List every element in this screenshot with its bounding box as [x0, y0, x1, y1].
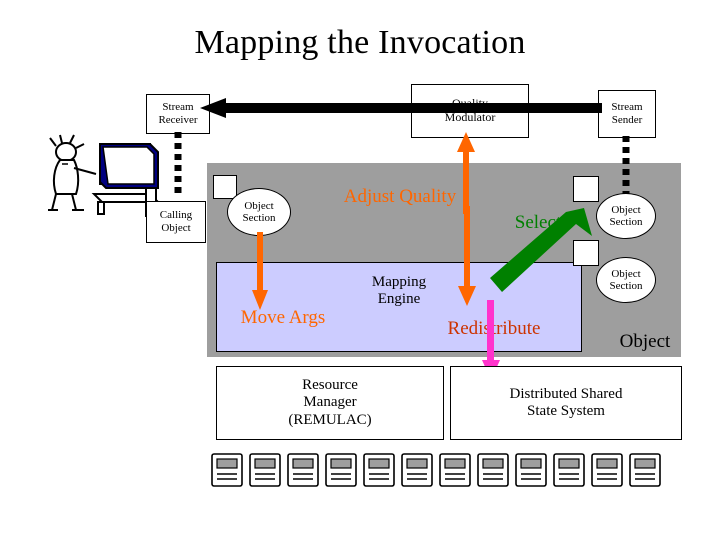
- stream-receiver-node[interactable]: Stream Receiver: [146, 94, 210, 134]
- adjust-quality-arrow-up: [457, 132, 475, 214]
- object-section-right-1-line1: Object: [611, 203, 641, 216]
- select-arrow-green: [490, 208, 592, 292]
- dss-line2: State System: [527, 403, 605, 419]
- dss-line1: Distributed Shared: [509, 385, 623, 402]
- sender-dotted-connector: [622, 136, 630, 194]
- quality-modulator-label-line2: Modulator: [444, 110, 496, 124]
- adjust-quality-label: Adjust Quality: [343, 186, 457, 207]
- object-section-right-square-2: [573, 240, 599, 266]
- mapping-engine-label-line1: Mapping: [371, 274, 427, 290]
- mapping-engine-panel: [216, 262, 582, 352]
- object-section-right-1-line2: Section: [609, 216, 643, 228]
- disk-cylinder-row: [211, 453, 661, 487]
- resource-manager-line2: Manager: [303, 394, 357, 411]
- resource-manager-line3: (REMULAC): [288, 411, 372, 428]
- redistribute-arrow-magenta: [482, 300, 500, 380]
- adjust-quality-arrow-down: [458, 206, 476, 306]
- stream-arrow-black: [200, 98, 602, 118]
- object-section-right-2-line2: Section: [609, 280, 643, 292]
- object-section-right-1[interactable]: Object Section: [596, 193, 656, 239]
- object-section-left-line1: Object: [244, 199, 274, 212]
- mapping-engine-label-line2: Engine: [377, 291, 421, 307]
- object-section-left-line2: Section: [242, 212, 276, 224]
- object-section-left[interactable]: Object Section: [227, 188, 291, 236]
- move-args-arrow-down: [252, 232, 268, 310]
- object-label: Object: [619, 331, 671, 352]
- calling-object-node[interactable]: Calling Object: [146, 201, 206, 243]
- distributed-shared-state-node[interactable]: Distributed Shared State System: [450, 366, 682, 440]
- calling-object-label-line1: Calling: [159, 209, 193, 222]
- object-section-left-square: [213, 175, 237, 199]
- page-title: Mapping the Invocation: [194, 24, 526, 61]
- stream-sender-label-line1: Stream: [611, 101, 643, 114]
- move-args-label: Move Args: [240, 307, 326, 328]
- calling-object-label-line2: Object: [161, 222, 191, 234]
- workstation-user-icon: [48, 134, 161, 217]
- object-section-right-2-line1: Object: [611, 267, 641, 280]
- resource-manager-node[interactable]: Resource Manager (REMULAC): [216, 366, 444, 440]
- receiver-dotted-connector: [174, 132, 182, 196]
- object-section-right-2[interactable]: Object Section: [596, 257, 656, 303]
- stream-sender-label-line2: Sender: [611, 114, 643, 126]
- stream-receiver-label-line1: Stream: [162, 101, 194, 114]
- stream-receiver-label-line2: Receiver: [158, 114, 198, 126]
- resource-manager-line1: Resource: [302, 377, 358, 394]
- mapping-engine-label: Mapping Engine: [347, 274, 451, 308]
- object-section-right-square-1: [573, 176, 599, 202]
- stream-sender-node[interactable]: Stream Sender: [598, 90, 656, 138]
